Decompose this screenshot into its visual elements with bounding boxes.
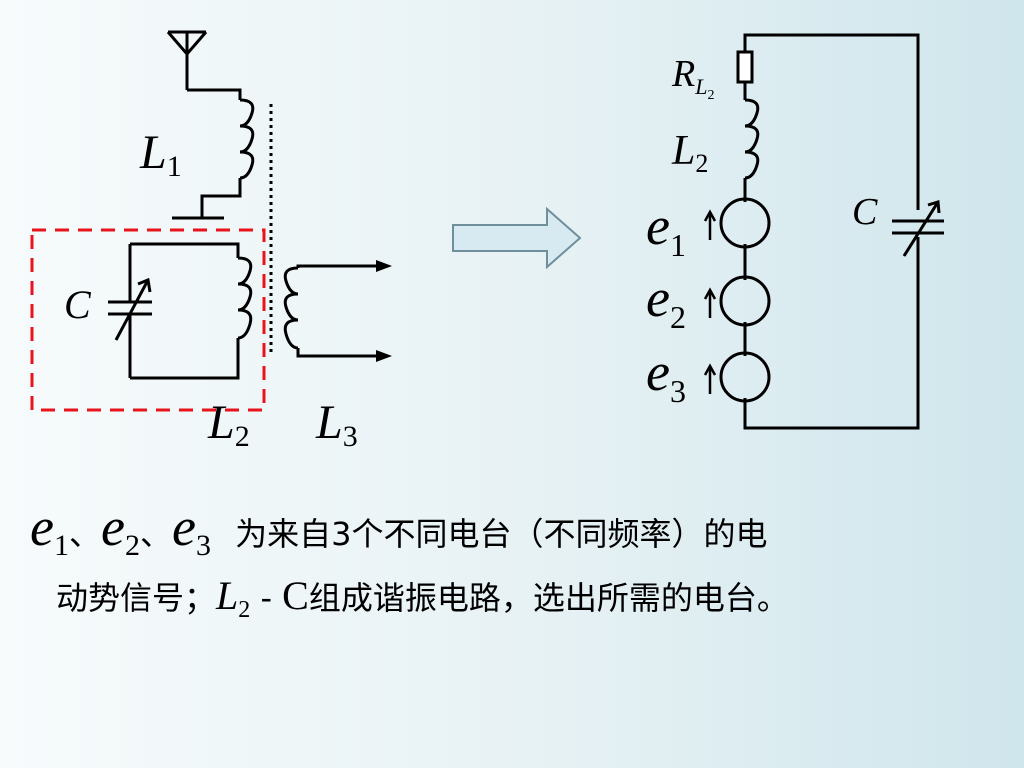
source-e2-icon	[719, 275, 771, 327]
emf-arrow-e3-icon	[703, 363, 717, 394]
caption-l2-sub: 2	[238, 597, 251, 623]
wire-antenna-to-l1	[187, 88, 242, 218]
label-l1: L1	[139, 126, 182, 183]
variable-capacitor-icon	[108, 277, 152, 341]
source-e3-icon	[719, 351, 771, 403]
caption-line-2: 动势信号；L2 - C组成谐振电路，选出所需的电台。	[56, 572, 1024, 624]
caption-e2: e	[100, 497, 125, 557]
caption-text-2: 动势信号；	[56, 579, 217, 617]
label-l2-left: L2	[207, 396, 250, 453]
antenna-icon	[166, 30, 208, 90]
label-l3: L3	[315, 396, 358, 453]
label-l2-right: L2	[671, 128, 708, 178]
caption-text-3: 组成谐振电路，选出所需的电台。	[308, 579, 789, 617]
tank-circuit-dashed-box	[30, 228, 266, 412]
variable-capacitor-right-icon	[892, 200, 944, 257]
caption-separator: 、	[68, 515, 101, 553]
emf-arrow-e2-icon	[703, 287, 717, 318]
inductor-l2-coil	[237, 256, 253, 340]
inductor-l3-coil	[283, 266, 299, 350]
caption-c: C	[282, 573, 309, 618]
inductor-l2-right-coil	[744, 98, 760, 180]
label-c-right: C	[852, 191, 878, 233]
caption-e3-sub: 3	[195, 529, 211, 562]
caption-separator: 、	[139, 515, 172, 553]
label-e3: e3	[646, 342, 686, 409]
caption-e2-sub: 2	[124, 529, 140, 562]
caption-l2: L	[216, 573, 239, 618]
source-e1-icon	[719, 197, 771, 249]
output-arrow-top-icon	[376, 260, 392, 272]
transform-arrow-icon	[452, 206, 582, 270]
caption-e1-sub: 1	[53, 529, 69, 562]
label-rl2: RL2	[671, 53, 714, 103]
output-leads	[296, 264, 378, 358]
caption-e1: e	[30, 497, 54, 557]
emf-arrow-e1-icon	[703, 209, 717, 240]
caption-e3: e	[171, 497, 196, 557]
caption-text-1: 为来自3个不同电台（不同频率）的电	[235, 515, 768, 553]
label-e2: e2	[646, 268, 686, 335]
caption-dash: -	[250, 579, 283, 617]
label-e1: e1	[646, 196, 686, 263]
label-c-left: C	[64, 282, 92, 327]
output-arrow-bottom-icon	[376, 350, 392, 362]
inductor-l1-coil	[239, 98, 255, 180]
tank-circuit-wires	[128, 242, 240, 380]
resistor-rl2-icon	[736, 50, 754, 84]
caption-line-1: e1、e2、e3 为来自3个不同电台（不同频率）的电	[30, 496, 1010, 563]
